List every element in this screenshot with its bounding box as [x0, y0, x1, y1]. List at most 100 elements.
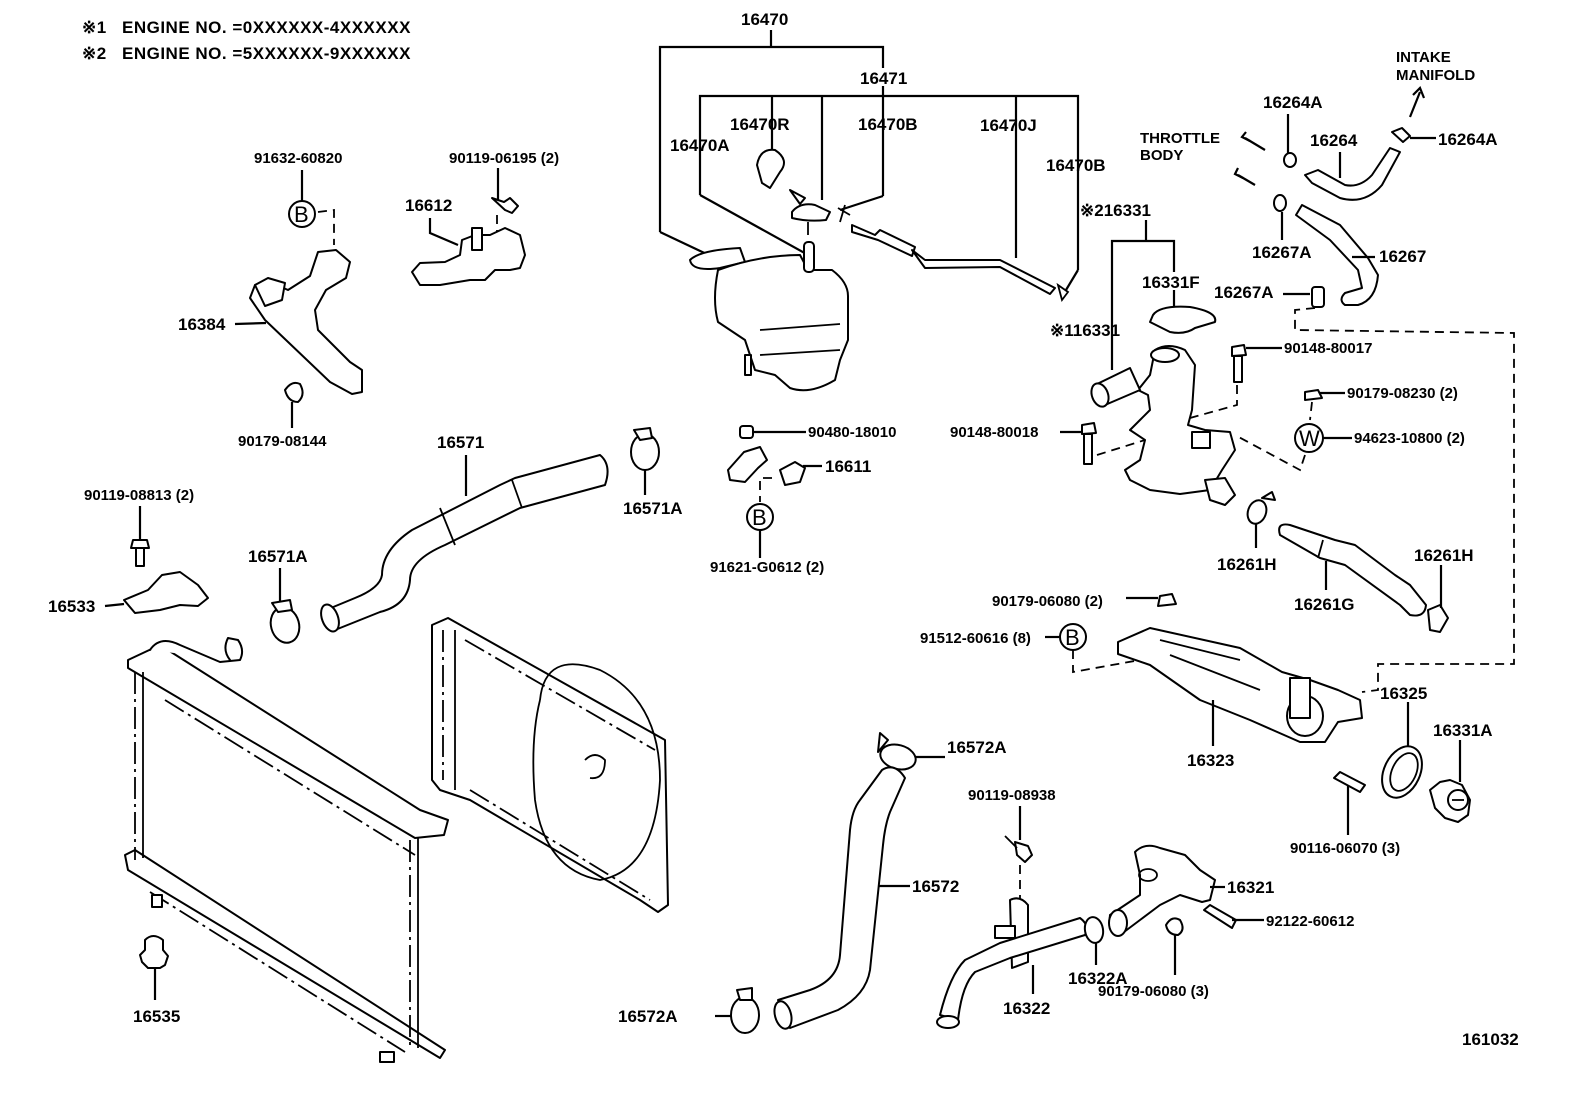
label-16470B-1: 16470B — [858, 115, 918, 134]
label-throttle-2: BODY — [1140, 147, 1183, 164]
note-mark-2: ※2 — [82, 44, 107, 63]
grommet-90179-08144 — [284, 381, 304, 403]
label-16325: 16325 — [1380, 684, 1427, 703]
label-116331: ※116331 — [1050, 321, 1120, 340]
label-91512-60616: 91512-60616 (8) — [920, 630, 1031, 647]
label-16267A-2: 16267A — [1214, 283, 1274, 302]
label-16261H-2: 16261H — [1414, 546, 1474, 565]
label-16470B-2: 16470B — [1046, 156, 1106, 175]
bolt-90148-80018 — [1081, 422, 1097, 465]
label-91632-60820: 91632-60820 — [254, 150, 342, 167]
reservoir-callout-tree — [658, 30, 1080, 291]
label-90148-80017: 90148-80017 — [1284, 340, 1372, 357]
label-16331A: 16331A — [1433, 721, 1493, 740]
bypass-hose-16264 — [1304, 147, 1401, 201]
note-mark-1: ※1 — [82, 18, 107, 37]
label-90148-80018: 90148-80018 — [950, 424, 1038, 441]
nut-90480-18010 — [739, 425, 754, 439]
note-text-2: ENGINE NO. =5XXXXXX-9XXXXXX — [122, 44, 411, 63]
thermostat-16331A — [1429, 779, 1471, 823]
label-16572: 16572 — [912, 877, 959, 896]
nut-90179-06080-2 — [1157, 593, 1177, 607]
label-16470J: 16470J — [980, 116, 1037, 135]
hose-clamp-16571A-upper — [630, 427, 660, 471]
bolt-90119-08938 — [1004, 835, 1033, 863]
label-16261G: 16261G — [1294, 595, 1355, 614]
hose-clamp-16572A-upper — [877, 732, 917, 771]
bolt-90148-80017 — [1231, 344, 1247, 383]
label-90179-08230: 90179-08230 (2) — [1347, 385, 1458, 402]
stud-92122-60612 — [1203, 904, 1237, 929]
engine-note-1: ※1 ENGINE NO. =0XXXXXX-4XXXXXX — [82, 18, 411, 37]
arrow-intake-manifold-icon — [1408, 86, 1426, 118]
radiator-cap-16331F — [1149, 305, 1217, 334]
reservoir-hose-16470R — [756, 148, 785, 189]
gasket-16325 — [1381, 745, 1423, 799]
label-16571A-1: 16571A — [248, 547, 308, 566]
reservoir-tank — [689, 241, 849, 392]
label-16267A-1: 16267A — [1252, 243, 1312, 262]
reservoir-cap — [789, 189, 831, 235]
bolt-90119-06195 — [491, 197, 519, 214]
label-16331F: 16331F — [1142, 273, 1200, 292]
label-90179-06080-2: 90179-06080 (2) — [992, 593, 1103, 610]
label-90116-06070: 90116-06070 (3) — [1290, 840, 1400, 857]
bypass-hose-16267 — [1295, 204, 1379, 306]
label-intake-1: INTAKE — [1396, 49, 1451, 66]
label-216331: ※216331 — [1080, 201, 1151, 220]
clamp-16261H-2 — [1427, 604, 1449, 633]
label-16267: 16267 — [1379, 247, 1426, 266]
label-16611: 16611 — [825, 457, 871, 476]
label-16322: 16322 — [1003, 999, 1050, 1018]
reservoir-clip-16470B — [837, 204, 1070, 303]
hose-clamp-16571A-lower — [269, 599, 301, 644]
bracket-16533 — [123, 571, 209, 614]
water-bypass-pipe-16323 — [1117, 627, 1363, 743]
label-16470: 16470 — [741, 10, 788, 29]
label-16264A-2: 16264A — [1438, 130, 1498, 149]
bolt-symbol-b-3: B — [1059, 623, 1087, 651]
bolt-symbol-b-1: B — [288, 200, 316, 228]
water-inlet-housing-16321 — [1108, 844, 1216, 937]
label-throttle-1: THROTTLE — [1140, 130, 1220, 147]
bracket-16384 — [249, 249, 363, 395]
label-16612: 16612 — [405, 196, 452, 215]
label-16384: 16384 — [178, 315, 226, 334]
svg-text:B: B — [294, 202, 309, 227]
svg-text:B: B — [752, 505, 767, 530]
note-text-1: ENGINE NO. =0XXXXXX-4XXXXXX — [122, 18, 411, 37]
clip-16267A-1 — [1273, 194, 1287, 212]
label-16264: 16264 — [1310, 131, 1358, 150]
label-16571A-2: 16571A — [623, 499, 683, 518]
stud-90116-06070 — [1333, 771, 1366, 793]
clip-16267A-2 — [1311, 286, 1325, 308]
water-hose-16261G — [1278, 523, 1427, 617]
nut-90179-08230 — [1304, 389, 1323, 401]
label-16470R: 16470R — [730, 115, 790, 134]
callout-tree-16331 — [1110, 220, 1176, 370]
engine-note-2: ※2 ENGINE NO. =5XXXXXX-9XXXXXX — [82, 44, 411, 63]
label-intake-2: MANIFOLD — [1396, 67, 1475, 84]
label-90119-08938: 90119-08938 — [968, 787, 1056, 804]
clamp-16261H-1 — [1246, 491, 1276, 525]
label-16322A: 16322A — [1068, 969, 1128, 988]
label-16571: 16571 — [437, 433, 484, 452]
clip-16264A-1 — [1283, 152, 1297, 168]
upper-radiator-hose-16571 — [320, 454, 609, 633]
bracket-16612 — [411, 227, 526, 286]
label-16572A-2: 16572A — [618, 1007, 678, 1026]
drain-plug-16535 — [139, 935, 169, 969]
label-16264A-1: 16264A — [1263, 93, 1323, 112]
label-90119-06195: 90119-06195 (2) — [449, 150, 559, 167]
reservoir-overflow-hose-16470J — [851, 224, 1056, 295]
gasket-16322A — [1083, 916, 1105, 944]
label-90480-18010: 90480-18010 — [808, 424, 896, 441]
bolt-symbol-b-2: B — [746, 503, 774, 531]
nut-90179-06080-3 — [1165, 917, 1184, 936]
label-16535: 16535 — [133, 1007, 180, 1026]
label-16323: 16323 — [1187, 751, 1234, 770]
arrow-throttle-body-icon — [1233, 131, 1266, 186]
label-94623-10800: 94623-10800 (2) — [1354, 430, 1465, 447]
